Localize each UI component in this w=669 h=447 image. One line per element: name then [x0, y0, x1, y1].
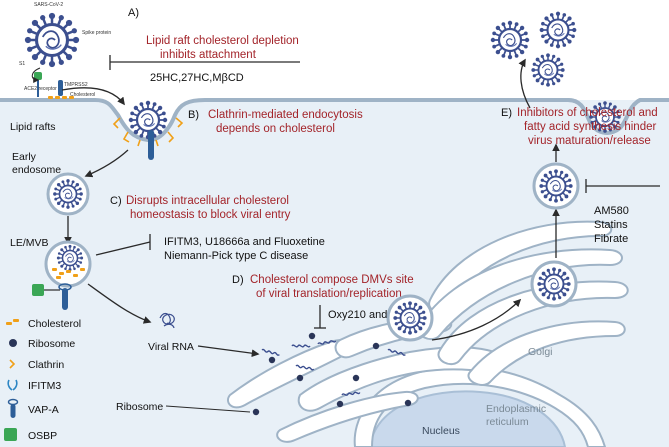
- step-a-text-1: Lipid raft cholesterol depletion: [146, 35, 299, 47]
- release-arrow: [518, 58, 531, 109]
- cholesterol-icon: [6, 319, 19, 325]
- step-c-letter: C): [110, 195, 122, 207]
- early-endosome-label-1: Early: [12, 151, 37, 163]
- ribosome-icon: [9, 339, 17, 347]
- step-e-letter: E): [501, 107, 512, 119]
- released-virion-1: [489, 19, 531, 61]
- step-e-inhibitor-2: Statins: [594, 219, 628, 231]
- step-b-text-1: Clathrin-mediated endocytosis: [208, 109, 363, 121]
- lipid-raft-cholesterol: [48, 96, 74, 99]
- vap-a-in-pit: [148, 130, 154, 160]
- step-e-text-3: virus maturation/release: [528, 135, 651, 147]
- uncoating-arrow: [87, 283, 152, 324]
- legend-label-ifitm3: IFITM3: [28, 380, 61, 392]
- binding-arrow: [31, 67, 41, 83]
- endocytosis-arrow: [84, 149, 129, 178]
- step-d-letter: D): [232, 274, 244, 286]
- clathrin-icon: [9, 359, 16, 369]
- attachment-arrow: [61, 87, 125, 106]
- ace2-label: ACE2 receptor: [24, 86, 57, 92]
- osbp-vap-complex: [32, 283, 72, 310]
- step-e-inhibitor-1: AM580: [594, 205, 629, 217]
- step-b-letter: B): [188, 109, 199, 121]
- er-label-2: reticulum: [486, 416, 529, 428]
- to-golgi-arrow: [431, 298, 522, 341]
- step-a-text-2: inhibits attachment: [160, 49, 257, 61]
- tmprss2-label: TMPRSS2: [64, 82, 88, 88]
- secretory-virion: [538, 168, 574, 204]
- clathrin-coat: [112, 117, 184, 147]
- legend-label-osbp: OSBP: [28, 430, 57, 442]
- step-c-inhibitor-1: IFITM3, U18666a and Fluoxetine: [164, 236, 325, 248]
- step-c-text-2: homeostasis to block viral entry: [130, 209, 291, 221]
- step-a-inhibitors: 25HC,27HC,MβCD: [150, 72, 244, 84]
- step-e-inhibition-bar: [585, 179, 660, 193]
- step-c-inhibitor-2: Niemann-Pick type C disease: [164, 250, 308, 262]
- early-endosome-label-2: endosome: [12, 164, 61, 176]
- step-e-text-1: Inhibitors of cholesterol and: [517, 107, 658, 119]
- er-label-1: Endoplasmic: [486, 403, 546, 415]
- step-b-text-2: depends on cholesterol: [216, 123, 335, 135]
- step-c-text-1: Disrupts intracellular cholesterol: [126, 195, 289, 207]
- rna-to-er-arrow: [197, 345, 260, 358]
- cholesterol-small-label: Cholesterol: [70, 92, 95, 98]
- mvb-virion: [56, 244, 84, 272]
- mvb-cholesterol: [52, 268, 85, 279]
- golgi-virion: [536, 266, 572, 302]
- er-ribosomes: [252, 332, 412, 416]
- lipid-rafts-label: Lipid rafts: [10, 121, 56, 133]
- s1-label: S1: [19, 61, 25, 67]
- ribosome-pointer: [165, 405, 251, 413]
- legend-label-clathrin: Clathrin: [28, 359, 64, 371]
- legend-label-cholesterol: Cholesterol: [28, 318, 81, 330]
- sars-cov-2-virion: [23, 11, 81, 69]
- step-a-letter: A): [128, 7, 139, 19]
- golgi-apparatus: [417, 220, 629, 386]
- step-e-inhibitor-3: Fibrate: [594, 233, 628, 245]
- virus-name-label: SARS-CoV-2: [34, 2, 63, 8]
- step-a-inhibition-bar: [109, 55, 300, 70]
- step-d-inhibition-bar: [314, 305, 326, 329]
- viral-rna-label: Viral RNA: [148, 341, 194, 353]
- ribosome-label: Ribosome: [116, 401, 163, 413]
- assembling-virion: [392, 300, 428, 336]
- viral-rna-released: [159, 312, 175, 329]
- vap-a-icon: [7, 398, 19, 418]
- spike-label: Spike protein: [82, 30, 111, 36]
- step-c-inhibition-bar: [95, 234, 151, 256]
- legend-label-vap-a: VAP-A: [28, 404, 59, 416]
- endosome-virion: [52, 178, 84, 210]
- legend: Cholesterol Ribosome Clathrin IFITM3 VAP…: [4, 318, 81, 442]
- golgi-label: Golgi: [528, 346, 553, 358]
- le-mvb-label: LE/MVB: [10, 237, 49, 249]
- legend-label-ribosome: Ribosome: [28, 338, 75, 350]
- ifitm3-icon: [7, 379, 18, 391]
- released-virion-2: [538, 10, 578, 50]
- step-d-text-2: of viral translation/replication: [256, 288, 402, 300]
- nucleus: [368, 390, 567, 447]
- step-e-text-2: fatty acid synthesis hinder: [524, 121, 656, 133]
- osbp-icon: [4, 428, 17, 441]
- released-virion-3: [530, 52, 566, 88]
- nucleus-label: Nucleus: [422, 425, 460, 437]
- ace2-receptor: [34, 72, 63, 97]
- step-d-text-1: Cholesterol compose DMVs site: [250, 274, 414, 286]
